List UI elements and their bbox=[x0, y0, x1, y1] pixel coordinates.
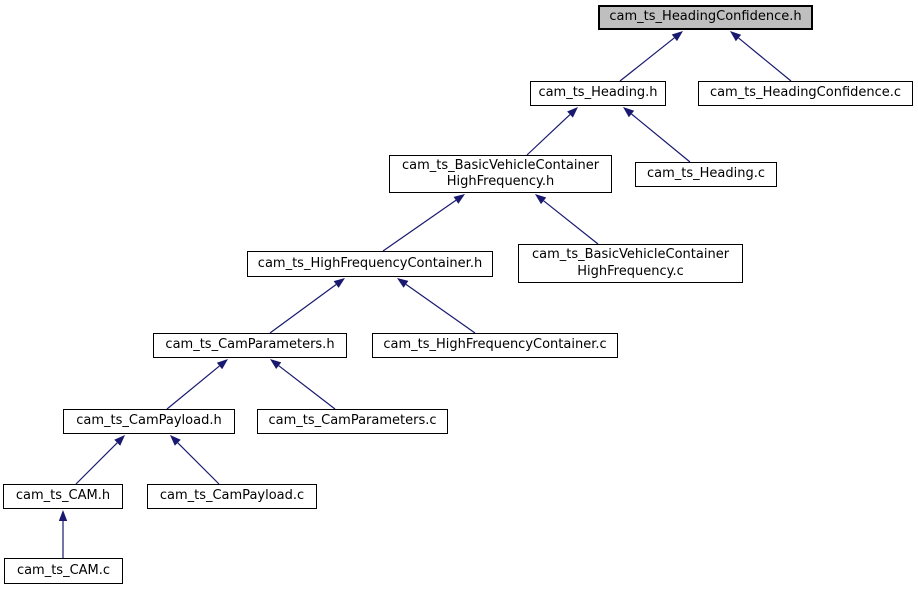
graph-node-label: cam_ts_BasicVehicleContainer bbox=[531, 247, 730, 263]
graph-node-cam_ts_HeadingConfidence.h: cam_ts_HeadingConfidence.h bbox=[598, 5, 813, 30]
graph-node-cam_ts_CamParameters.c[interactable]: cam_ts_CamParameters.c bbox=[257, 409, 448, 434]
graph-node-label: cam_ts_HighFrequencyContainer.c bbox=[383, 337, 607, 353]
arrowhead-icon bbox=[671, 31, 683, 42]
arrowhead-icon bbox=[623, 107, 635, 118]
graph-node-cam_ts_HighFrequencyContainer.h[interactable]: cam_ts_HighFrequencyContainer.h bbox=[247, 251, 493, 277]
graph-node-label: cam_ts_Heading.c bbox=[646, 166, 766, 182]
edge-cam_ts_Heading.h-to-cam_ts_HeadingConfidence.h bbox=[619, 31, 683, 82]
graph-node-label: cam_ts_CamParameters.c bbox=[268, 413, 437, 429]
graph-node-cam_ts_Heading.h[interactable]: cam_ts_Heading.h bbox=[530, 81, 666, 106]
graph-node-label: HighFrequency.h bbox=[446, 174, 555, 189]
graph-node-label: cam_ts_HeadingConfidence.h bbox=[609, 9, 802, 25]
graph-node-label: cam_ts_HeadingConfidence.c bbox=[709, 85, 902, 101]
edge-cam_ts_CAM.h-to-cam_ts_CamPayload.h bbox=[75, 435, 125, 485]
graph-node-cam_ts_Heading.c[interactable]: cam_ts_Heading.c bbox=[635, 162, 777, 187]
graph-node-cam_ts_CAM.h[interactable]: cam_ts_CAM.h bbox=[3, 484, 123, 509]
edge-cam_ts_CamPayload.c-to-cam_ts_CamPayload.h bbox=[170, 435, 220, 485]
graph-node-label: cam_ts_CamPayload.h bbox=[76, 413, 222, 429]
graph-node-cam_ts_CAM.c[interactable]: cam_ts_CAM.c bbox=[4, 558, 123, 584]
edge-cam_ts_CamParameters.h-to-cam_ts_HighFrequencyContainer.h bbox=[269, 278, 345, 334]
arrowhead-icon bbox=[170, 435, 181, 446]
graph-node-cam_ts_CamParameters.h[interactable]: cam_ts_CamParameters.h bbox=[153, 333, 347, 358]
arrowhead-icon bbox=[270, 359, 282, 370]
graph-node-label: cam_ts_CAM.h bbox=[15, 488, 111, 504]
graph-node-cam_ts_HeadingConfidence.c[interactable]: cam_ts_HeadingConfidence.c bbox=[698, 81, 913, 106]
graph-node-label: cam_ts_CAM.c bbox=[16, 562, 111, 578]
edge-cam_ts_HighFrequencyContainer.c-to-cam_ts_HighFrequencyContainer.h bbox=[397, 278, 476, 334]
arrowhead-icon bbox=[114, 435, 125, 446]
edge-cam_ts_BasicVehicleContainerHighFrequency.h-to-cam_ts_Heading.h bbox=[526, 107, 578, 156]
arrowhead-icon bbox=[730, 31, 742, 42]
graph-node-label: cam_ts_BasicVehicleContainer bbox=[401, 157, 600, 173]
arrowhead-icon bbox=[535, 194, 547, 205]
graph-node-label: cam_ts_CamPayload.c bbox=[159, 488, 305, 504]
edge-cam_ts_CamPayload.h-to-cam_ts_CamParameters.h bbox=[166, 359, 228, 410]
graph-node-label: HighFrequency.c bbox=[577, 263, 684, 279]
arrowhead-icon bbox=[333, 278, 345, 288]
graph-node-label: cam_ts_HighFrequencyContainer.h bbox=[257, 255, 483, 271]
graph-node-label: cam_ts_Heading.h bbox=[538, 85, 658, 101]
graph-node-cam_ts_CamPayload.c[interactable]: cam_ts_CamPayload.c bbox=[147, 484, 317, 509]
edge-cam_ts_CamParameters.c-to-cam_ts_CamParameters.h bbox=[270, 359, 336, 410]
graph-node-label: cam_ts_CamParameters.h bbox=[165, 337, 335, 353]
edge-cam_ts_BasicVehicleContainerHighFrequency.c-to-cam_ts_BasicVehicleContainerHighFrequency.h bbox=[535, 194, 599, 245]
arrowhead-icon bbox=[453, 194, 465, 204]
graph-node-cam_ts_HighFrequencyContainer.c[interactable]: cam_ts_HighFrequencyContainer.c bbox=[372, 333, 618, 358]
graph-node-cam_ts_CamPayload.h[interactable]: cam_ts_CamPayload.h bbox=[63, 409, 235, 434]
arrowhead-icon bbox=[216, 359, 228, 370]
edge-cam_ts_HeadingConfidence.c-to-cam_ts_HeadingConfidence.h bbox=[730, 31, 792, 82]
edge-cam_ts_HighFrequencyContainer.h-to-cam_ts_BasicVehicleContainerHighFrequency.h bbox=[382, 194, 465, 252]
arrowhead-icon bbox=[58, 510, 68, 521]
arrowhead-icon bbox=[567, 107, 578, 118]
edge-cam_ts_CAM.c-to-cam_ts_CAM.h bbox=[58, 510, 68, 558]
edge-cam_ts_Heading.c-to-cam_ts_Heading.h bbox=[623, 107, 691, 163]
arrowhead-icon bbox=[397, 278, 409, 288]
